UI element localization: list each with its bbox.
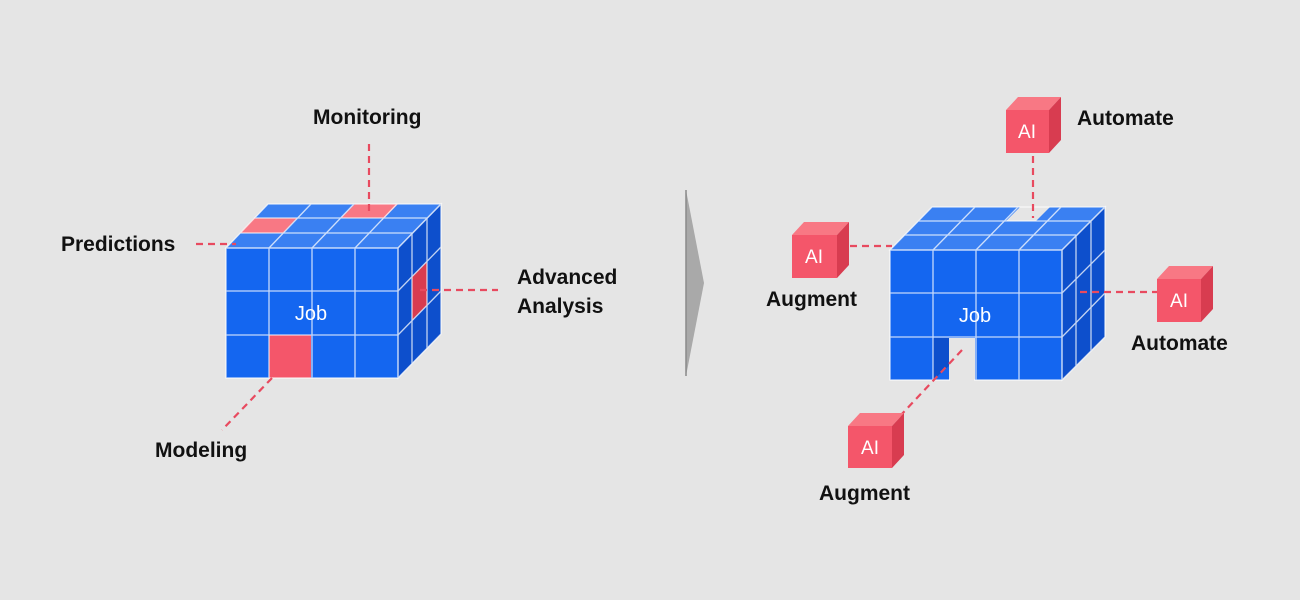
ai-label: AI [805,247,823,268]
left-job-cube: Job [224,202,443,380]
left-connectors [196,144,498,431]
right-cube-top-gap [1006,207,1050,221]
predictions-label: Predictions [61,233,175,256]
right-job-label: Job [959,305,991,327]
prediction-task-cell [240,218,297,233]
automate-top-label: Automate [1077,107,1174,130]
ai-label: AI [861,438,879,459]
advanced-analysis-label-line1: Advanced [517,266,617,289]
transition-arrow [686,190,704,376]
right-cube-side-face [1062,207,1105,380]
modeling-task-cell [269,335,311,378]
ai-label: AI [1170,291,1188,312]
advanced-analysis-label-line2: Analysis [517,295,603,318]
modeling-label: Modeling [155,439,247,462]
augment-bottom-connector [899,349,963,417]
automate-right-label: Automate [1131,332,1228,355]
right-cube-grid [888,205,1107,382]
ai-cube-automate-right: AI [1157,266,1213,322]
right-job-cube: Job [888,205,1107,382]
monitoring-label: Monitoring [313,106,421,129]
ai-cube-augment-bottom: AI [848,413,904,468]
left-cube-grid [224,202,443,380]
ai-label: AI [1018,122,1036,143]
right-connectors [850,156,1157,417]
augment-left-label: Augment [766,288,857,311]
augment-bottom-label: Augment [819,482,910,505]
modeling-connector [221,377,273,431]
left-job-label: Job [295,303,327,325]
ai-cube-augment-left: AI [792,222,849,278]
advanced-analysis-task-cell [412,262,427,320]
ai-cube-automate-top: AI [1006,97,1061,153]
